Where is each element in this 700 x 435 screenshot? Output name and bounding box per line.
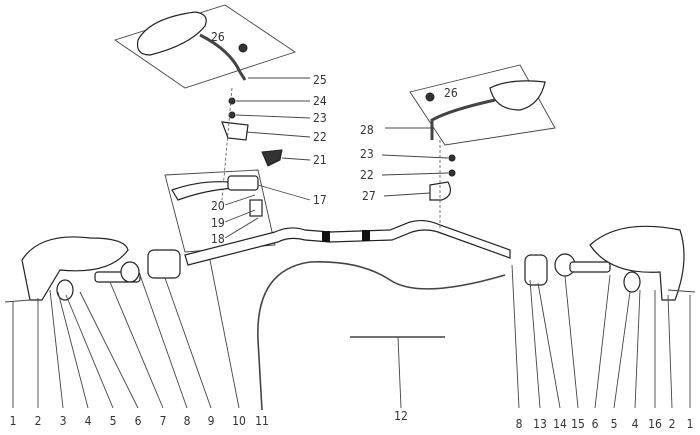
part-label: 1 [687, 417, 694, 431]
part-label: 25 [313, 73, 327, 87]
left-grip-parts [4, 236, 181, 303]
right-mirror-group [409, 64, 556, 230]
left-mirror [136, 11, 207, 56]
part-label: 22 [360, 168, 374, 182]
part-label: 3 [60, 414, 67, 428]
left-mirror-group [113, 4, 297, 201]
part-label: 10 [232, 414, 246, 428]
part-label: 5 [110, 414, 117, 428]
part-label: 12 [394, 409, 408, 423]
left-handguard [21, 236, 129, 301]
part-label: 7 [160, 414, 167, 428]
part-label: 22 [313, 130, 327, 144]
part-label: 15 [571, 417, 585, 431]
left-mount [221, 121, 249, 141]
upper-left-labels: 26 25 24 23 22 21 17 20 19 18 [211, 30, 327, 246]
clutch-lever [171, 181, 237, 201]
upper-right-labels: 26 28 23 22 27 [360, 86, 458, 203]
left-switch [147, 249, 181, 279]
part-label: 17 [313, 193, 327, 207]
part-label: 21 [313, 153, 327, 167]
part-label: 2 [35, 414, 42, 428]
part-label: 5 [611, 417, 618, 431]
handlebar [184, 219, 511, 266]
part-label: 2 [669, 417, 676, 431]
lever-cap [261, 149, 283, 167]
part-label: 26 [211, 30, 225, 44]
part-label: 1 [10, 414, 17, 428]
leader-lines [12, 77, 691, 409]
right-mirror [489, 80, 546, 111]
bottom-left-labels: 1 2 3 4 5 6 7 8 9 10 11 12 [10, 409, 408, 428]
right-handguard [589, 225, 685, 301]
part-label: 27 [362, 189, 376, 203]
part-label: 4 [85, 414, 92, 428]
part-label: 20 [211, 199, 225, 213]
part-label: 11 [255, 414, 269, 428]
right-grip-parts [524, 225, 696, 301]
part-label: 8 [184, 414, 191, 428]
part-label: 23 [313, 111, 327, 125]
part-label: 6 [135, 414, 142, 428]
part-label: 8 [516, 417, 523, 431]
part-label: 4 [632, 417, 639, 431]
bottom-right-labels: 8 13 14 15 6 5 4 16 2 1 [516, 417, 694, 431]
mirror-nut [238, 43, 248, 53]
part-label: 24 [313, 94, 327, 108]
part-label: 18 [211, 232, 225, 246]
part-label: 23 [360, 147, 374, 161]
part-label: 28 [360, 123, 374, 137]
part-label: 26 [444, 86, 458, 100]
throttle-cable [257, 261, 506, 411]
part-label: 16 [648, 417, 662, 431]
part-label: 6 [592, 417, 599, 431]
part-label: 14 [553, 417, 567, 431]
left-lever-group [164, 169, 276, 253]
part-label: 19 [211, 216, 225, 230]
part-label: 9 [208, 414, 215, 428]
part-label: 13 [533, 417, 547, 431]
